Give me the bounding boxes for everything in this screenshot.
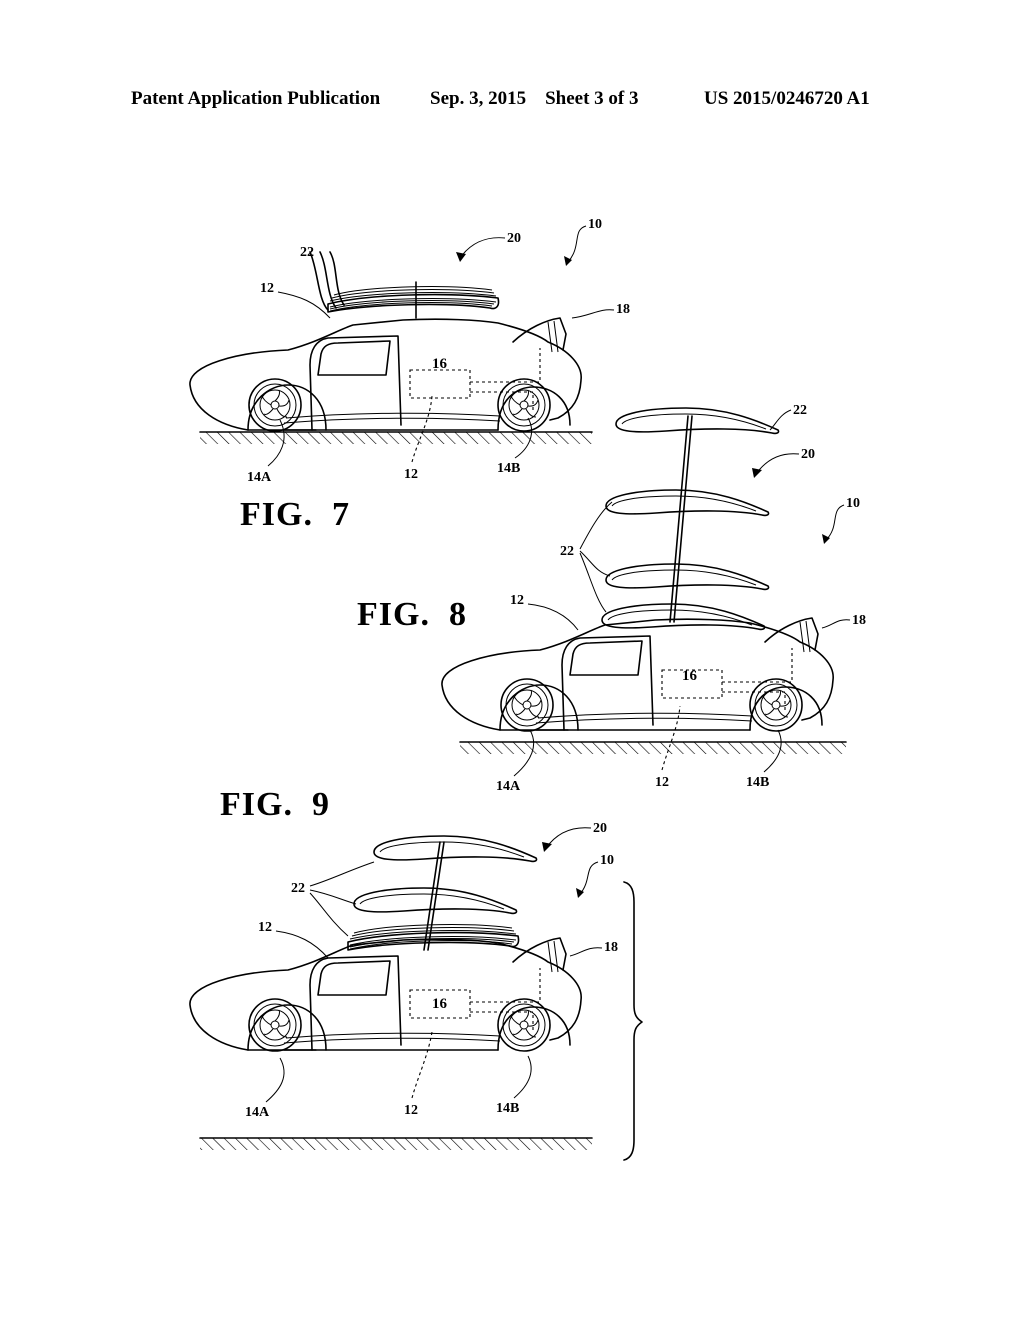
- fig8-ref-20: 20: [801, 447, 815, 462]
- fig9-ref-22: 22: [291, 881, 305, 896]
- fig7-ref-10: 10: [588, 217, 602, 232]
- fig9-ref-12-top: 12: [258, 920, 272, 935]
- fig8-ref-10: 10: [846, 496, 860, 511]
- fig7-ref-16: 16: [432, 356, 448, 372]
- fig7-ref-12-bottom: 12: [404, 467, 418, 482]
- fig8-ref-14A: 14A: [496, 779, 521, 794]
- fig8-ref-12-top: 12: [510, 593, 524, 608]
- fig7-ref-12-top: 12: [260, 281, 274, 296]
- header-date-sheet: Sep. 3, 2015 Sheet 3 of 3: [430, 88, 639, 109]
- figure-7-drawing: [189, 251, 593, 444]
- fig7-ref-14A: 14A: [247, 470, 272, 485]
- fig9-ref-14A: 14A: [245, 1105, 270, 1120]
- fig8-ref-16: 16: [682, 668, 698, 684]
- fig9-ref-14B: 14B: [496, 1101, 519, 1116]
- fig9-ref-16: 16: [432, 996, 448, 1012]
- fig7-ref-18: 18: [616, 302, 630, 317]
- fig8-ref-22-top: 22: [793, 403, 807, 418]
- figure-8-drawing: [441, 407, 847, 754]
- fig7-ref-20: 20: [507, 231, 521, 246]
- figure-9-caption: FIG. 9: [220, 786, 330, 823]
- fig9-ref-12-bottom: 12: [404, 1103, 418, 1118]
- fig9-ref-18: 18: [604, 940, 618, 955]
- header-patent-number: US 2015/0246720 A1: [704, 88, 870, 109]
- fig8-ref-12-bottom: 12: [655, 775, 669, 790]
- fig8-ref-18: 18: [852, 613, 866, 628]
- fig8-ref-14B: 14B: [746, 775, 769, 790]
- fig7-ref-22: 22: [300, 245, 314, 260]
- fig8-ref-22-side: 22: [560, 544, 574, 559]
- fig9-ref-20: 20: [593, 821, 607, 836]
- fig9-ref-10: 10: [600, 853, 614, 868]
- fig7-ref-14B: 14B: [497, 461, 520, 476]
- header-publication-type: Patent Application Publication: [131, 88, 381, 109]
- figure-7-caption: FIG. 7: [240, 496, 350, 533]
- figure-9-drawing: [189, 835, 593, 1150]
- figure-8-caption: FIG. 8: [357, 596, 467, 633]
